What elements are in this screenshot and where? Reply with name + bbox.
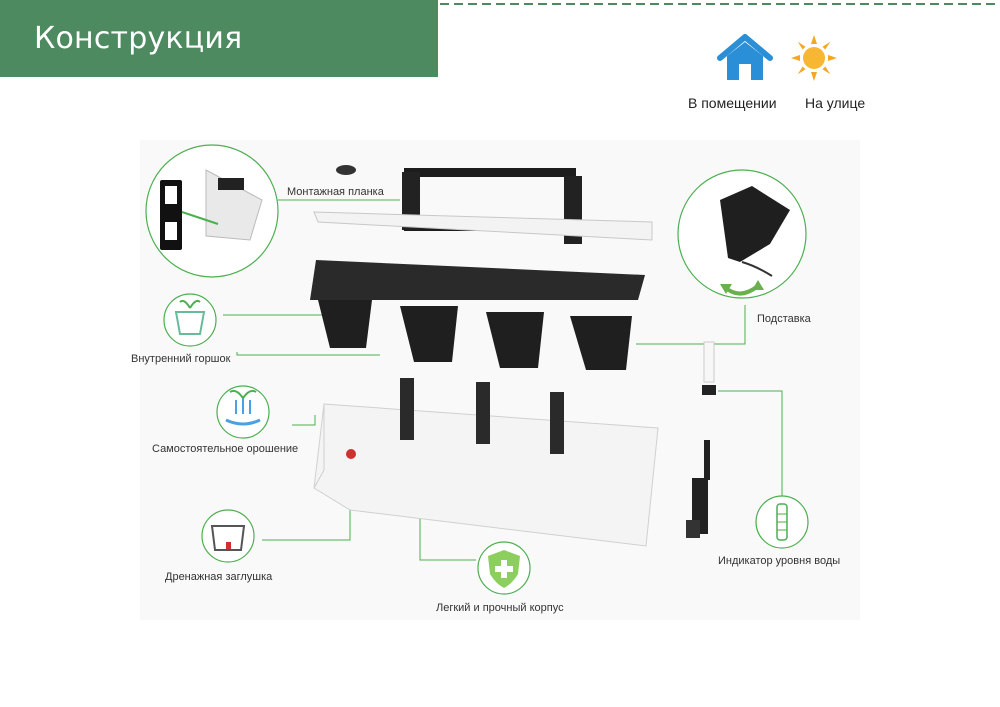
- label-body: Легкий и прочный корпус: [436, 602, 564, 614]
- label-self-watering: Самостоятельное орошение: [152, 443, 299, 455]
- self-watering-icon: [216, 385, 270, 439]
- housing-body-part: [313, 378, 659, 547]
- label-mounting-bar: Монтажная планка: [287, 186, 384, 198]
- page-title: Конструкция фитомодуля: [0, 0, 438, 133]
- outdoor-label: На улице: [805, 95, 866, 111]
- water-indicator-part: [686, 341, 716, 538]
- indoor-label: В помещении: [688, 95, 777, 111]
- shield-icon: [477, 541, 531, 595]
- inner-pots-part: [310, 260, 645, 370]
- mount-detail-circle: [145, 144, 279, 278]
- header-dashed-divider: [440, 3, 1000, 5]
- inner-pot-icon: [163, 293, 217, 347]
- label-water-indicator: Индикатор уровня воды: [718, 555, 841, 567]
- sun-icon: [791, 35, 837, 81]
- label-inner-pot: Внутренний горшок: [131, 353, 231, 365]
- water-indicator-icon: [755, 495, 809, 549]
- label-stand: Подставка: [757, 313, 811, 325]
- house-icon: [717, 34, 773, 80]
- stand-detail-circle: [677, 169, 807, 299]
- mounting-bar-part: [313, 165, 653, 244]
- drain-plug-icon: [201, 509, 255, 563]
- label-drain-plug: Дренажная заглушка: [165, 571, 273, 583]
